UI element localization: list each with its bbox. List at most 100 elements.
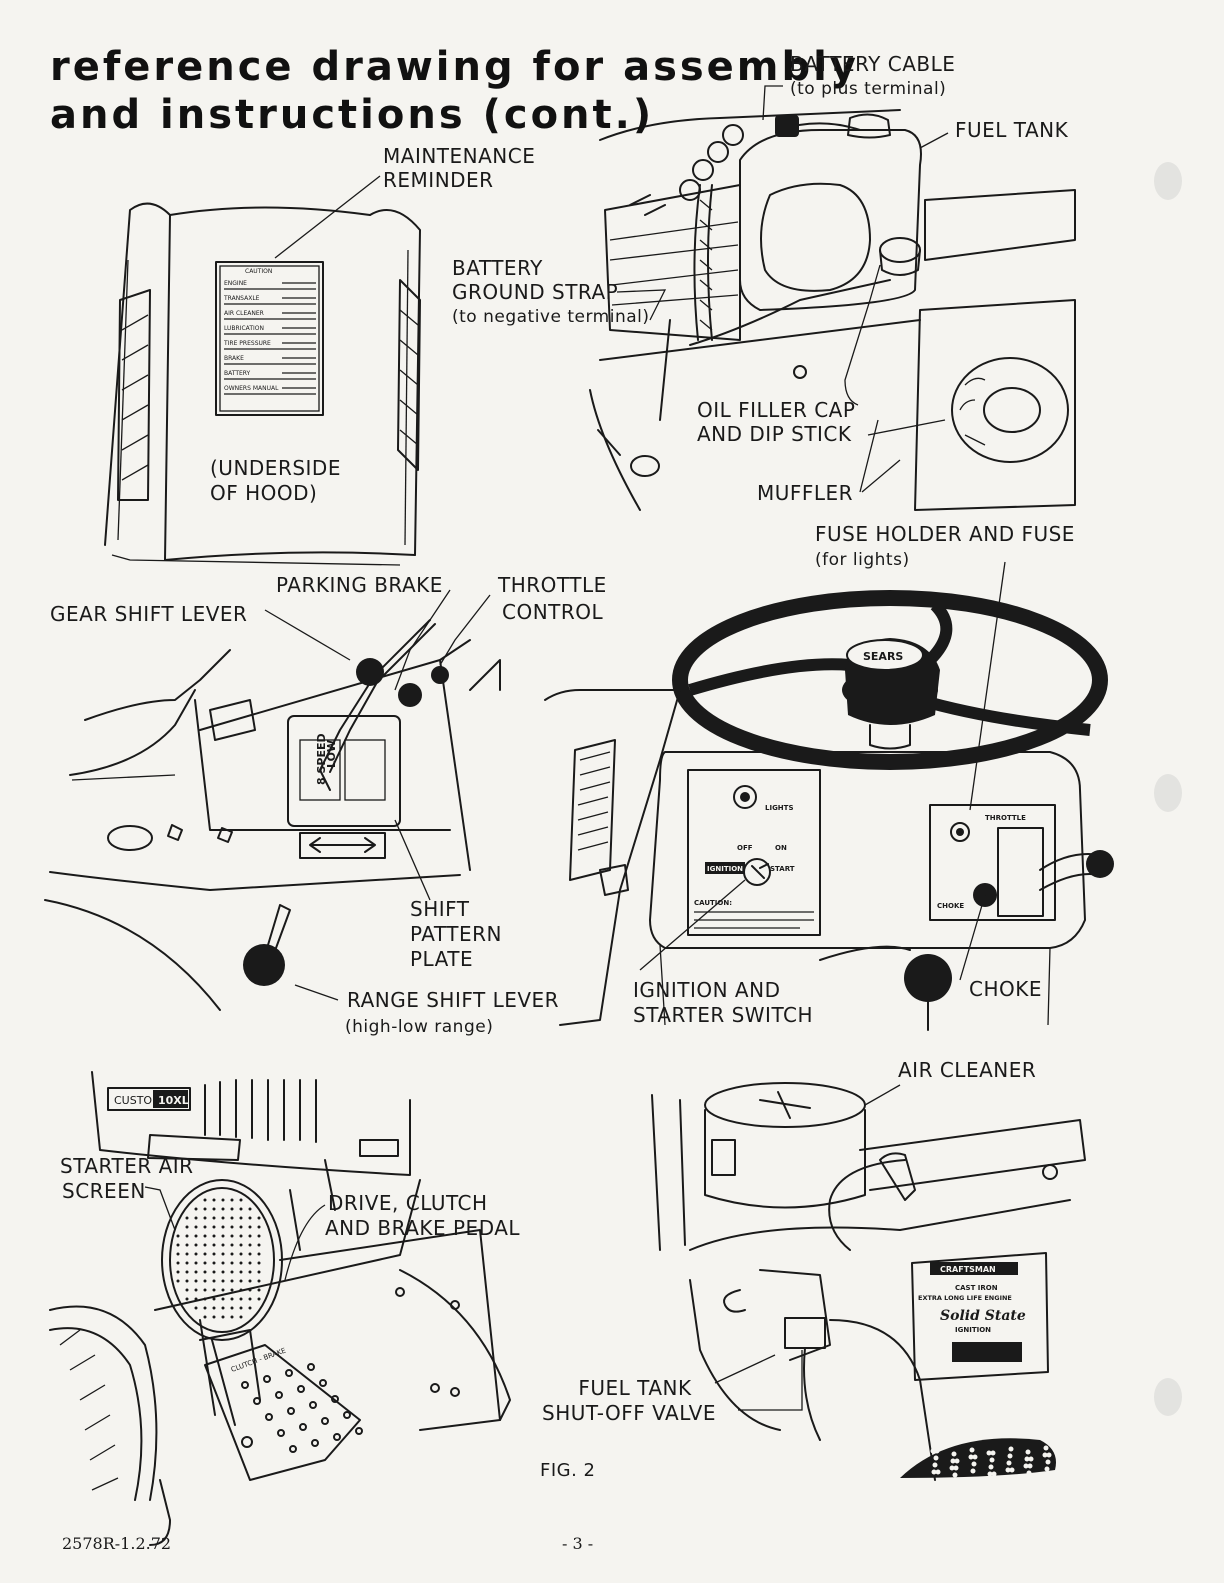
screen-mesh-dot xyxy=(248,1261,252,1265)
hood-decal-row: TRANSAXLE xyxy=(223,295,260,302)
screen-mesh-dot xyxy=(203,1234,207,1238)
footer-code: 2578R-1.2.72 xyxy=(62,1534,172,1553)
screen-mesh-dot xyxy=(230,1261,234,1265)
label-maintenance-reminder-2: REMINDER xyxy=(383,168,494,192)
binder-hole xyxy=(1154,1378,1182,1416)
screen-mesh-dot xyxy=(212,1216,216,1220)
screen-mesh-dot xyxy=(221,1288,225,1292)
pedal-grip-dot xyxy=(285,1369,293,1377)
hood-decal-row: BRAKE xyxy=(224,355,244,362)
screen-mesh-dot xyxy=(176,1234,180,1238)
label-fuel-tank: FUEL TANK xyxy=(955,118,1069,142)
label-underside-2: OF HOOD) xyxy=(210,481,318,505)
label-range-shift-lever: RANGE SHIFT LEVER xyxy=(347,988,560,1012)
screen-mesh-dot xyxy=(248,1279,252,1283)
label-range-shift-note: (high-low range) xyxy=(345,1017,494,1037)
screen-mesh-dot xyxy=(212,1198,216,1202)
label-battery-ground-strap-1: BATTERY xyxy=(452,256,543,280)
label-oil-filler-1: OIL FILLER CAP xyxy=(697,398,856,422)
screen-mesh-dot xyxy=(194,1207,198,1211)
screen-mesh-dot xyxy=(203,1207,207,1211)
hood-decal-row: ENGINE xyxy=(224,280,247,287)
label-battery-cable-note: (to plus terminal) xyxy=(790,79,947,99)
pedal-grip-dot xyxy=(275,1391,283,1399)
screen-mesh-dot xyxy=(212,1288,216,1292)
screen-mesh-dot xyxy=(185,1234,189,1238)
screen-mesh-dot xyxy=(248,1225,252,1229)
screen-mesh-dot xyxy=(239,1207,243,1211)
screen-mesh-dot xyxy=(230,1306,234,1310)
texture-dot xyxy=(917,1445,923,1451)
screen-mesh-dot xyxy=(203,1270,207,1274)
screen-mesh-dot xyxy=(230,1315,234,1319)
screen-mesh-dot xyxy=(212,1261,216,1265)
texture-dot xyxy=(1008,1446,1014,1452)
dash-start: START xyxy=(770,865,795,873)
pedal-drawing: CUSTOM 10XL C xyxy=(49,1071,511,1546)
screen-mesh-dot xyxy=(221,1261,225,1265)
pedal-grip-dot xyxy=(343,1411,351,1419)
dash-caution: CAUTION: xyxy=(694,899,732,907)
pedal-grip-dot xyxy=(265,1413,273,1421)
texture-dot xyxy=(1007,1453,1013,1459)
texture-dot xyxy=(972,1454,978,1460)
texture-dot xyxy=(951,1451,957,1457)
page-title-line2: and instructions (cont.) xyxy=(50,92,655,138)
hood-decal-rule xyxy=(224,327,316,335)
screen-mesh-dot xyxy=(230,1207,234,1211)
label-ignition-2: STARTER SWITCH xyxy=(633,1003,814,1027)
label-shift-pattern-1: SHIFT xyxy=(410,897,470,921)
pedal-grip-dot xyxy=(333,1433,341,1441)
screen-mesh-dot xyxy=(221,1306,225,1310)
texture-dot xyxy=(932,1462,938,1468)
dash-on: ON xyxy=(775,844,787,852)
hood-decal-row: TIRE PRESSURE xyxy=(223,340,271,347)
label-throttle-control-1: THROTTLE xyxy=(498,573,607,597)
hood-decal-row: AIR CLEANER xyxy=(224,310,264,317)
screen-mesh-dot xyxy=(221,1279,225,1283)
screen-mesh-dot xyxy=(248,1234,252,1238)
screen-mesh-dot xyxy=(185,1225,189,1229)
screen-mesh-dot xyxy=(239,1234,243,1238)
screen-mesh-dot xyxy=(194,1306,198,1310)
wheel-brand: SEARS xyxy=(863,650,903,663)
screen-mesh-dot xyxy=(239,1252,243,1256)
texture-dot xyxy=(931,1469,937,1475)
screen-mesh-dot xyxy=(257,1225,261,1229)
screen-mesh-dot xyxy=(221,1297,225,1301)
texture-dot xyxy=(950,1458,956,1464)
label-fuel-valve-2: SHUT-OFF VALVE xyxy=(542,1401,716,1425)
texture-dot xyxy=(1044,1466,1050,1472)
texture-dot xyxy=(1027,1463,1033,1469)
screen-mesh-dot xyxy=(203,1216,207,1220)
hood-decal-rule xyxy=(224,357,316,365)
texture-dot xyxy=(990,1450,996,1456)
screen-mesh-dot xyxy=(230,1198,234,1202)
screen-mesh-dot xyxy=(176,1261,180,1265)
texture-dot xyxy=(1025,1449,1031,1455)
screen-mesh-dot xyxy=(194,1288,198,1292)
label-gear-shift-lever: GEAR SHIFT LEVER xyxy=(50,602,248,626)
screen-mesh-dot xyxy=(239,1297,243,1301)
label-drive-clutch-2: AND BRAKE PEDAL xyxy=(325,1216,521,1240)
badge-left: CUSTOM xyxy=(114,1094,162,1107)
screen-mesh-dot xyxy=(239,1315,243,1319)
hood-decal-rule xyxy=(224,372,316,380)
pedal-grip-dot xyxy=(277,1429,285,1437)
label-throttle-control-2: CONTROL xyxy=(502,600,604,624)
screen-mesh-dot xyxy=(221,1315,225,1319)
screen-mesh-dot xyxy=(248,1306,252,1310)
screen-mesh-dot xyxy=(194,1261,198,1265)
texture-dot xyxy=(1023,1463,1029,1469)
screen-mesh-dot xyxy=(176,1252,180,1256)
screen-mesh-dot xyxy=(194,1270,198,1274)
texture-dot xyxy=(1028,1456,1034,1462)
screen-mesh-dot xyxy=(239,1225,243,1229)
screen-mesh-dot xyxy=(257,1252,261,1256)
label-underside-1: (UNDERSIDE xyxy=(210,456,341,480)
hood-decal-rows: ENGINE TRANSAXLE AIR CLEANER LUBRICATION TIR… xyxy=(223,280,316,395)
dashboard-drawing: SEARS LIGHTS OFF ON IGNITION START CAUTI… xyxy=(544,590,1114,1031)
hood-decal-row: LUBRICATION xyxy=(224,325,264,332)
